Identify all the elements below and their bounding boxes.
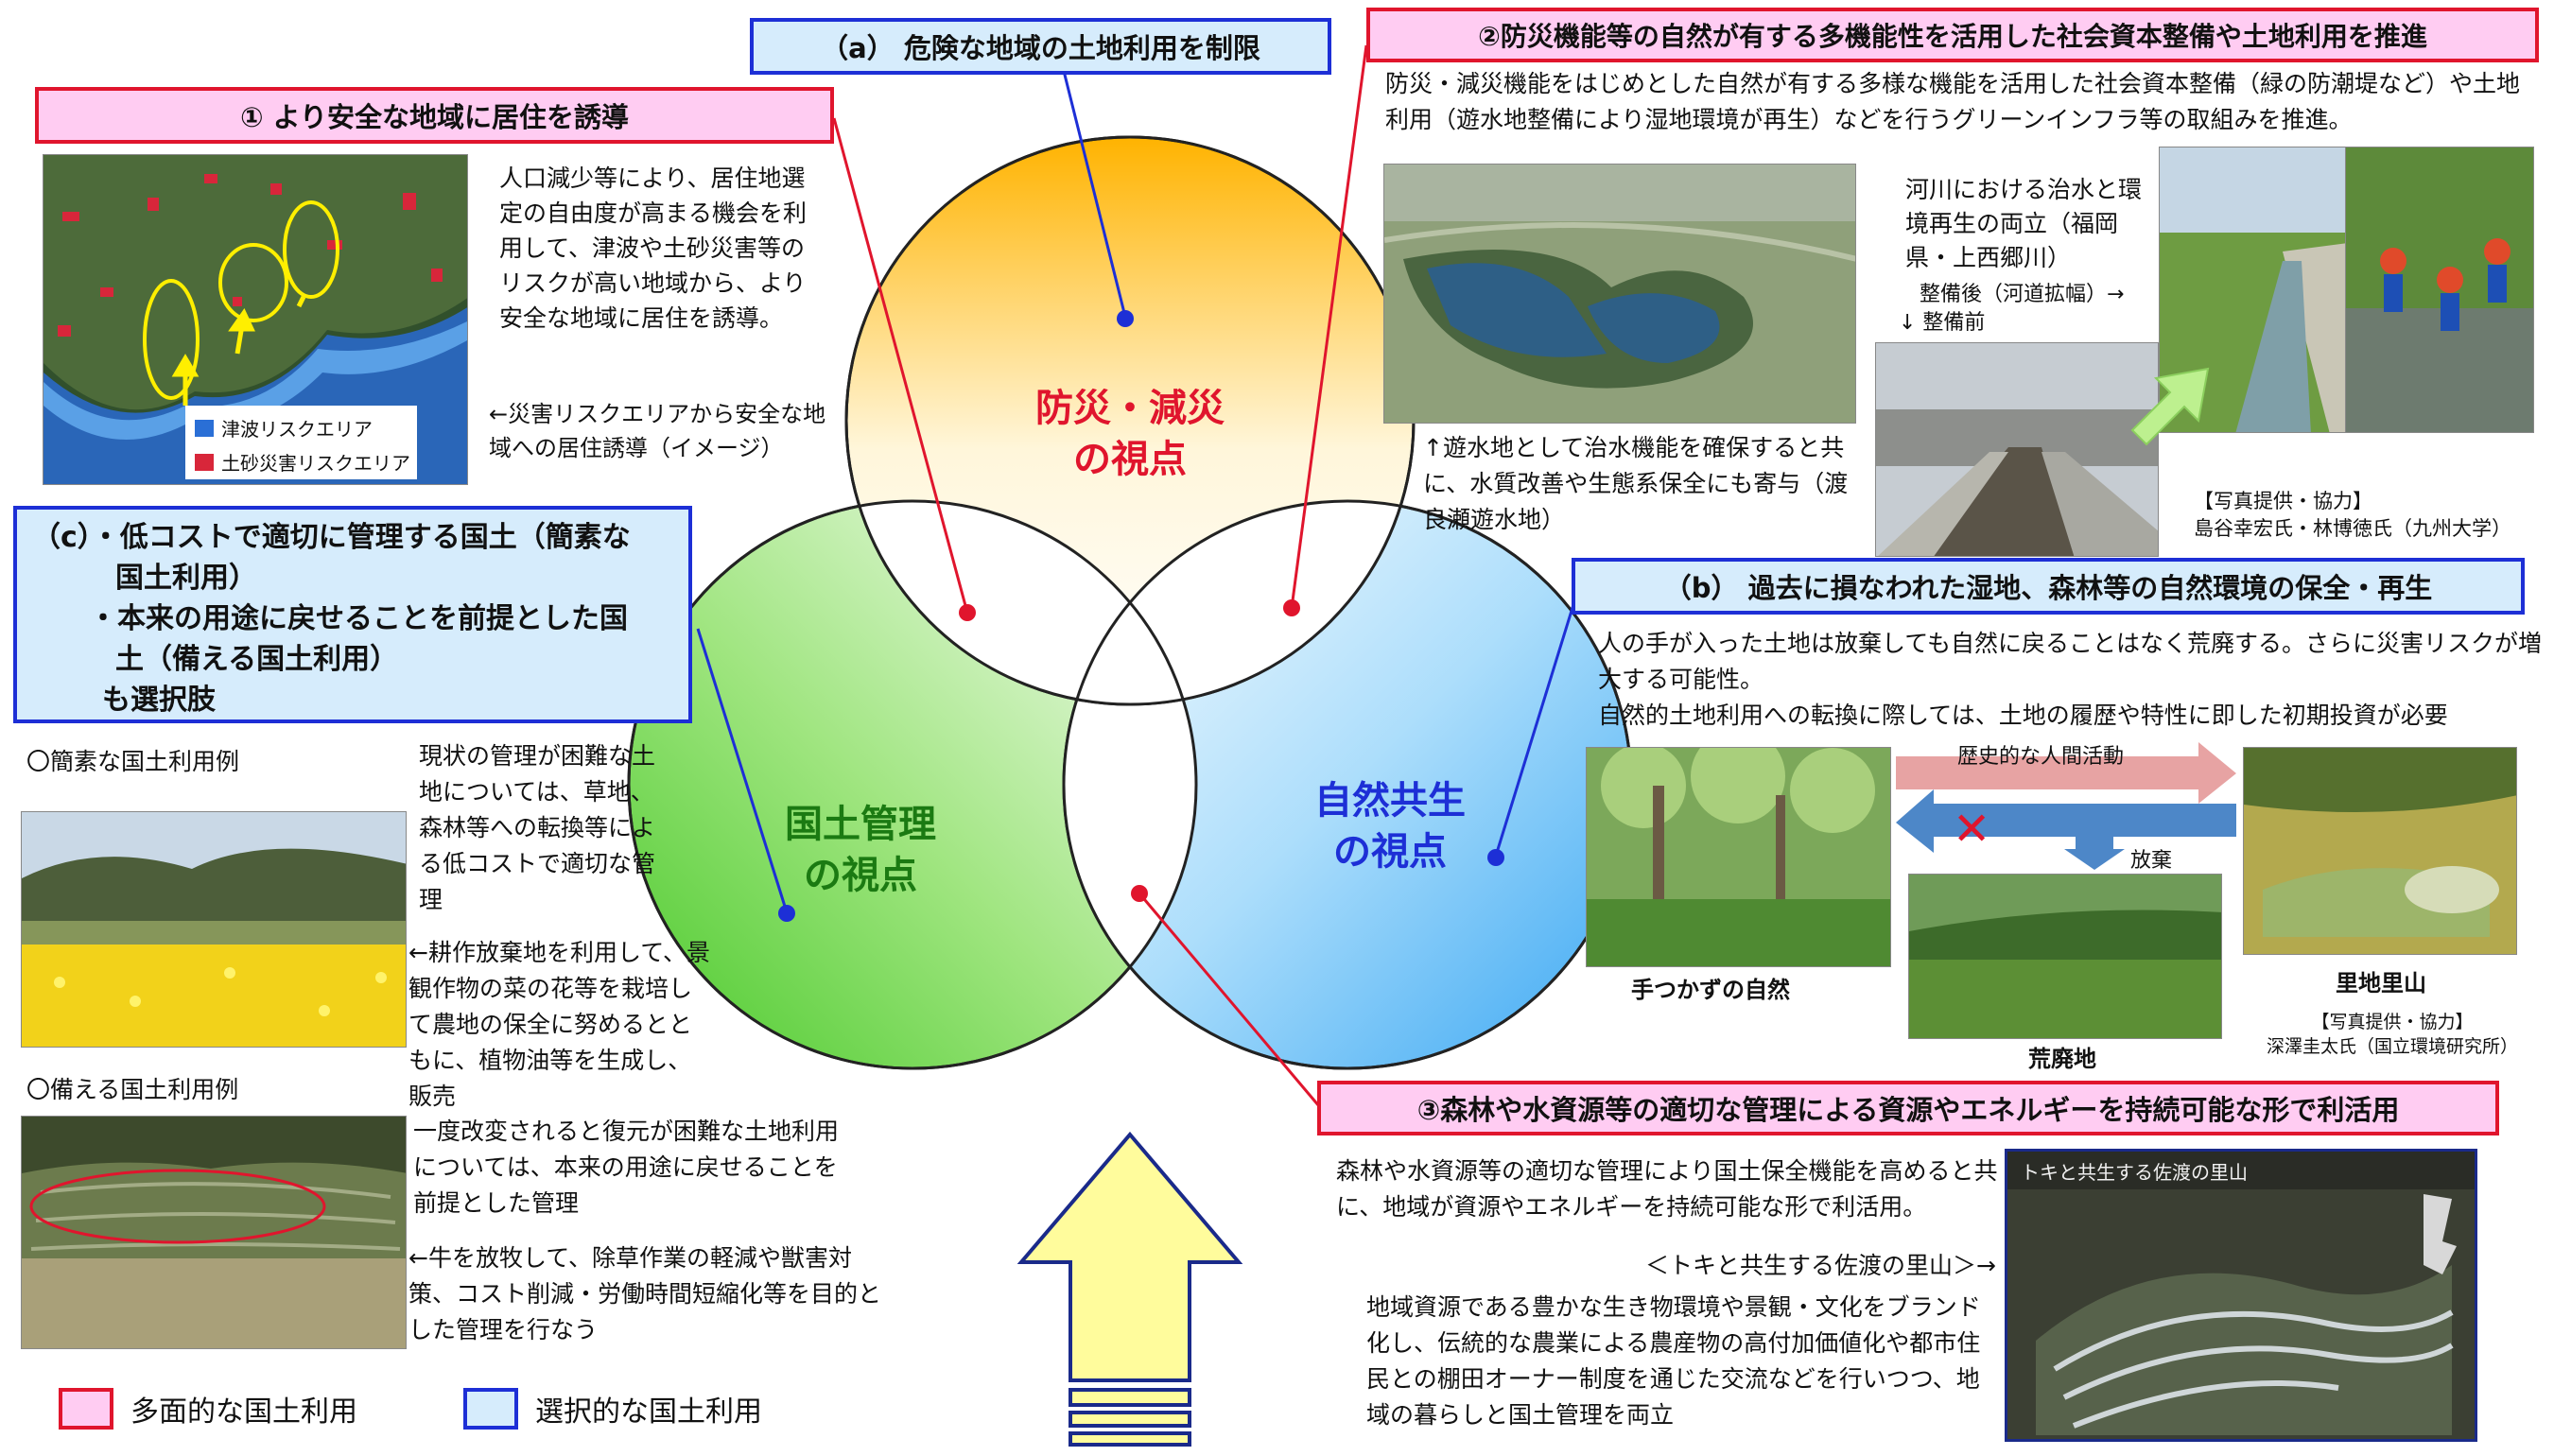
ex1-body: 現状の管理が困難な土地については、草地、森林等への転換等による低コストで適切な管… <box>419 742 656 913</box>
connector-1-dot <box>959 604 976 621</box>
connector-3-dot <box>1131 885 1148 902</box>
callout-2-title: ②防災機能等の自然が有する多機能性を活用した社会資本整備や土地利用を推進 <box>1366 8 2539 62</box>
legend-select: 選択的な国土利用 <box>463 1388 762 1430</box>
callout-2-credit: 【写真提供・協力】 島谷幸宏氏・林博徳氏（九州大学） <box>2194 490 2511 540</box>
tsunami-swatch <box>195 419 214 437</box>
before-label: ↓ 整備前 <box>1899 311 1986 335</box>
grazing-photo <box>21 1116 407 1349</box>
legend-multi-label: 多面的な国土利用 <box>130 1395 357 1429</box>
connector-a <box>1062 70 1127 318</box>
connector-a-dot <box>1117 310 1134 327</box>
venn-label-disaster: 防災・減災 の視点 <box>1035 387 1225 481</box>
ex2-note: ←牛を放牧して、除草作業の軽減や獣害対策、コスト削減・労働時間短縮化等を目的とし… <box>408 1244 882 1343</box>
river-before-photo <box>1875 342 2159 557</box>
connector-2 <box>1290 44 1368 609</box>
connector-3 <box>1138 893 1321 1107</box>
caption-satoyama: 里地里山 <box>2336 970 2426 997</box>
callout-3-title: ③森林や水資源等の適切な管理による資源やエネルギーを持続可能な形で利活用 <box>1317 1081 2499 1135</box>
ex2-heading: 〇備える国土利用例 <box>26 1076 239 1103</box>
legend-landslide-label: 土砂災害リスクエリア <box>221 452 410 475</box>
connector-c-dot <box>778 905 795 922</box>
legend-multi: 多面的な国土利用 <box>59 1388 357 1430</box>
legend-landslide: 土砂災害リスクエリア <box>195 448 410 476</box>
connector-1 <box>832 117 969 614</box>
connector-2-dot <box>1283 599 1300 616</box>
rapeseed-photo <box>21 811 407 1048</box>
callout-1-note: ←災害リスクエリアから安全な地域への居住誘導（イメージ） <box>489 401 826 461</box>
retarding-basin-photo <box>1383 164 1856 424</box>
legend-tsunami-label: 津波リスクエリア <box>221 418 373 441</box>
callout-c-line2: 国土利用） <box>115 562 257 595</box>
callout-b-body: 人の手が入った土地は放棄しても自然に戻ることはなく荒廃する。さらに災害リスクが増… <box>1598 630 2543 729</box>
map-image: 津波リスクエリア 土砂災害リスクエリア <box>43 154 468 485</box>
callout-c-line5: も選択肢 <box>102 684 216 717</box>
wild-forest-photo <box>1586 747 1891 967</box>
legend-multi-swatch <box>59 1388 113 1430</box>
callout-a-title: （a） 危険な地域の土地利用を制限 <box>750 18 1331 75</box>
callout-1-title: ① より安全な地域に居住を誘導 <box>35 87 834 144</box>
callout-3-body2: 地域資源である豊かな生き物環境や景観・文化をブランド化し、伝統的な農業による農産… <box>1366 1293 1981 1429</box>
callout-c-title: （c）・低コストで適切に管理する国土（簡素な 国土利用） ・本来の用途に戻せるこ… <box>13 506 692 723</box>
callout-b-title: （b） 過去に損なわれた湿地、森林等の自然環境の保全・再生 <box>1572 558 2525 615</box>
river-note: 河川における治水と環境再生の両立（福岡県・上西郷川） <box>1905 176 2143 271</box>
ex1-heading: 〇簡素な国土利用例 <box>26 748 240 775</box>
ex2-body: 一度改変されると復元が困難な土地利用については、本来の用途に戻せることを前提とし… <box>413 1118 840 1217</box>
caption-wasteland: 荒廃地 <box>2028 1046 2096 1072</box>
abandon-label: 放棄 <box>2130 849 2173 873</box>
history-arrows <box>1896 742 2236 870</box>
cross-mark: ✕ <box>1953 803 1991 856</box>
green-arrow <box>2130 367 2210 446</box>
connector-b <box>1494 585 1581 857</box>
callout-c-line1: （c）・低コストで適切に管理する国土（簡素な <box>32 521 631 554</box>
legend-select-label: 選択的な国土利用 <box>535 1395 762 1429</box>
callout-2-body: 防災・減災機能をはじめとした自然が有する多様な機能を活用した社会資本整備（緑の防… <box>1385 70 2521 133</box>
sado-photo: トキと共生する佐渡の里山 <box>2005 1149 2477 1442</box>
callout-1-body: 人口減少等により、居住地選定の自由度が高まる機会を利用して、津波や土砂災害等のリ… <box>499 165 808 332</box>
callout-c-line3: ・本来の用途に戻せることを前提とした国 <box>89 602 628 635</box>
venn-label-nature: 自然共生 の視点 <box>1314 779 1466 874</box>
legend-select-swatch <box>463 1388 518 1430</box>
callout-2-pond-note: ↑遊水地として治水機能を確保すると共に、水質改善や生態系保全にも寄与（渡良瀬遊水… <box>1423 434 1849 533</box>
callout-3-body: 森林や水資源等の適切な管理により国土保全機能を高めると共に、地域が資源やエネルギ… <box>1336 1157 1998 1221</box>
callout-c-line4: 土（備える国土利用） <box>115 643 399 676</box>
legend-tsunami: 津波リスクエリア <box>195 414 373 442</box>
sado-label: ＜トキと共生する佐渡の里山＞→ <box>1645 1252 1996 1279</box>
connector-b-dot <box>1487 849 1504 866</box>
caption-wild: 手つかずの自然 <box>1631 977 1790 1003</box>
venn-label-land: 国土管理 の視点 <box>785 803 936 897</box>
up-arrow <box>1016 1131 1243 1447</box>
landslide-swatch <box>195 453 214 471</box>
after-label: 整備後（河道拡幅）→ <box>1920 283 2125 306</box>
satoyama-photo <box>2243 747 2517 955</box>
callout-b-credit: 【写真提供・協力】 深澤圭太氏（国立環境研究所） <box>2266 1012 2518 1057</box>
wasteland-photo <box>1908 874 2222 1039</box>
sado-photo-title: トキと共生する佐渡の里山 <box>2021 1161 2248 1184</box>
ex1-note: ←耕作放棄地を利用して、景観作物の菜の花等を栽培して農地の保全に努めるとともに、… <box>408 939 710 1110</box>
children-river-photo <box>2345 147 2534 433</box>
history-arrow-label: 歴史的な人間活動 <box>1957 745 2125 769</box>
connector-c <box>696 628 789 913</box>
